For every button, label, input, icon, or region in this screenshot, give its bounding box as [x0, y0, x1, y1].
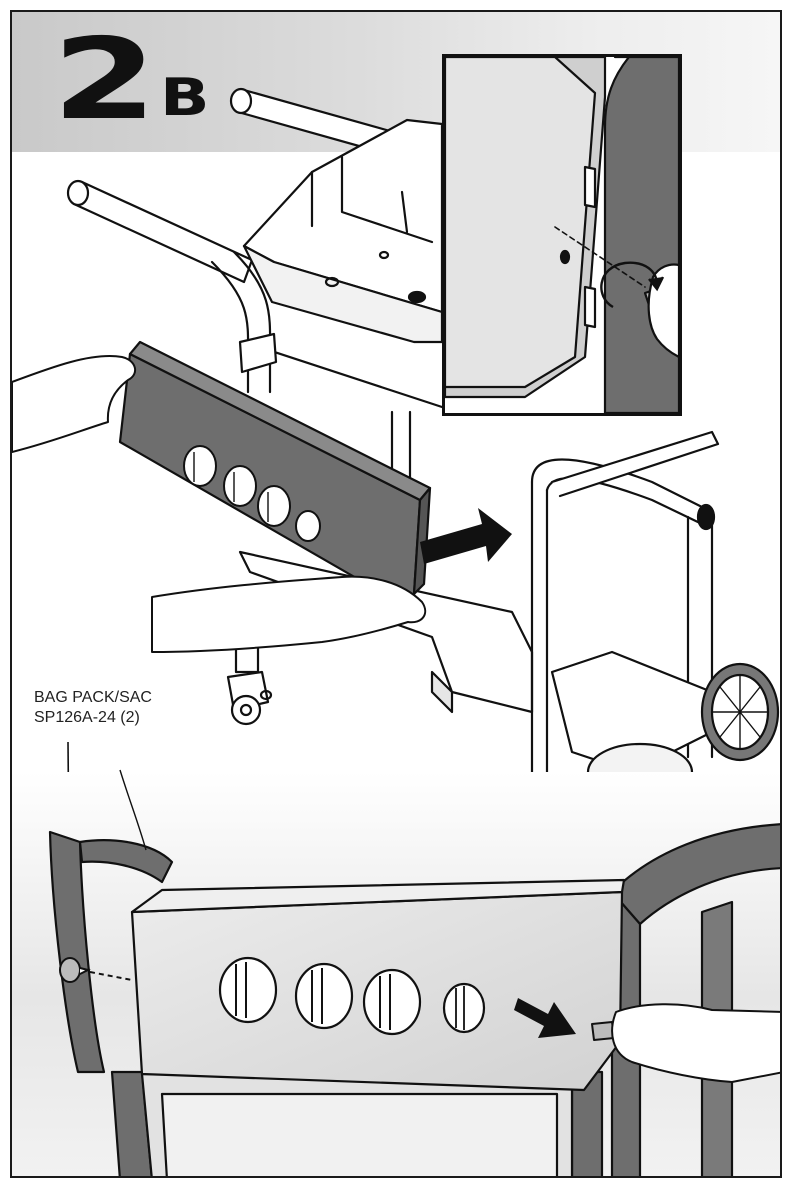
rear-wheel — [700, 662, 780, 762]
part-label-line2: SP126A-24 (2) — [34, 709, 140, 726]
push-arrow-icon — [420, 508, 512, 564]
screw-left — [59, 957, 133, 983]
closeup-frame — [48, 823, 780, 1176]
part-label-line1: BAG PACK/SAC — [34, 689, 152, 706]
detail-inset — [442, 54, 682, 416]
part-label: BAG PACK/SAC SP126A-24 (2) — [34, 688, 152, 728]
inset-illustration — [445, 57, 679, 413]
backdrop-edge-line — [119, 769, 147, 851]
assembly-illustration — [12, 87, 780, 1176]
instruction-page: 2 B — [10, 10, 782, 1178]
rotate-arrow-icon — [600, 261, 665, 309]
hands-upper — [12, 355, 427, 653]
knob-icon — [218, 956, 486, 1036]
step-number: 2 — [52, 15, 157, 145]
hand-lower — [591, 1003, 780, 1083]
step-letter: B — [159, 68, 210, 128]
step-heading: 2 B — [52, 15, 209, 145]
control-panel-upper — [118, 340, 432, 596]
pull-arrow-icon — [514, 998, 576, 1038]
